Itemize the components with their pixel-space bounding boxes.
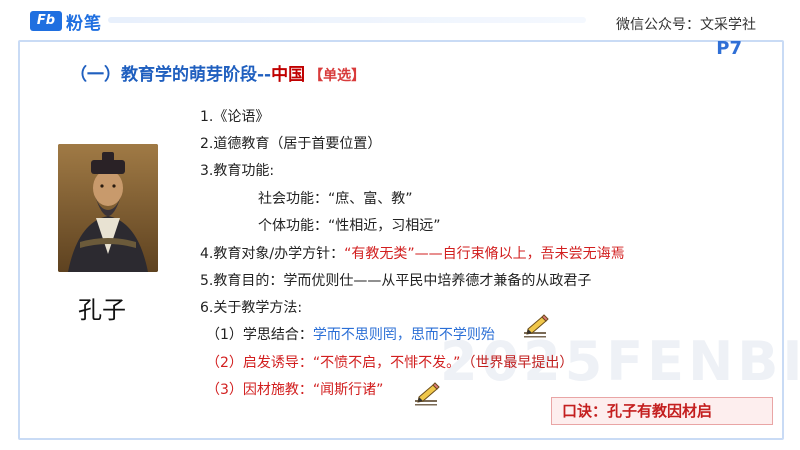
list-item-education-function: 3.教育功能:	[200, 163, 275, 179]
method-3-value: “闻斯行诸”	[312, 382, 384, 398]
method-1-value: 学而不思则罔，思而不学则殆	[312, 327, 495, 343]
portrait-caption: 孔子	[78, 296, 126, 324]
brand-mark: Fb	[30, 11, 62, 31]
account-label: 微信公众号：文采学社	[616, 17, 756, 33]
list-item-education-purpose: 5.教育目的：学而优则仕——从平民中培养德才兼备的从政君子	[200, 273, 592, 289]
title-highlight: 中国	[271, 65, 306, 85]
list-subitem-individual-function: 个体功能：“性相近，习相远”	[258, 218, 441, 234]
education-object-label: 4.教育对象/办学方针：	[200, 246, 345, 262]
method-learning-thinking: （1）学思结合：学而不思则罔，思而不学则殆	[206, 324, 495, 344]
method-heuristic: （2）启发诱导：“不愤不启，不悱不发。” （世界最早提出）	[206, 352, 573, 372]
method-1-label: （1）学思结合：	[206, 327, 313, 343]
confucius-portrait	[58, 144, 158, 272]
page-number: P7	[716, 38, 742, 59]
question-type-tag: 【单选】	[309, 68, 366, 84]
list-item-analects: 1.《论语》	[200, 109, 270, 125]
pencil-note-icon	[522, 314, 550, 338]
mnemonic-box: 口诀：孔子有教因材启	[551, 397, 773, 425]
list-item-education-object: 4.教育对象/办学方针：“有教无类”——自行束脩以上，吾未尝无诲焉	[200, 243, 625, 263]
header-bar	[108, 17, 586, 23]
list-item-teaching-methods: 6.关于教学方法:	[200, 300, 303, 316]
method-2-label: （2）启发诱导：	[206, 355, 313, 371]
method-2-note: （世界最早提出）	[468, 355, 574, 371]
section-title: （一）教育学的萌芽阶段--中国【单选】	[70, 60, 365, 85]
method-2-value: “不愤不启，不悱不发。”	[312, 355, 461, 371]
method-3-label: （3）因材施教：	[206, 382, 313, 398]
method-individualized: （3）因材施教：“闻斯行诸”	[206, 379, 383, 399]
brand-name: 粉笔	[66, 13, 102, 34]
list-item-moral-education: 2.道德教育（居于首要位置）	[200, 136, 382, 152]
brand-logo: Fb 粉笔	[30, 10, 102, 34]
pencil-note-icon	[413, 382, 441, 406]
watermark: 2025FENBI	[440, 330, 800, 393]
list-subitem-social-function: 社会功能：“庶、富、教”	[258, 191, 413, 207]
education-object-value: “有教无类”——自行束脩以上，吾未尝无诲焉	[344, 246, 625, 262]
title-prefix: （一）教育学的萌芽阶段--	[70, 65, 272, 85]
